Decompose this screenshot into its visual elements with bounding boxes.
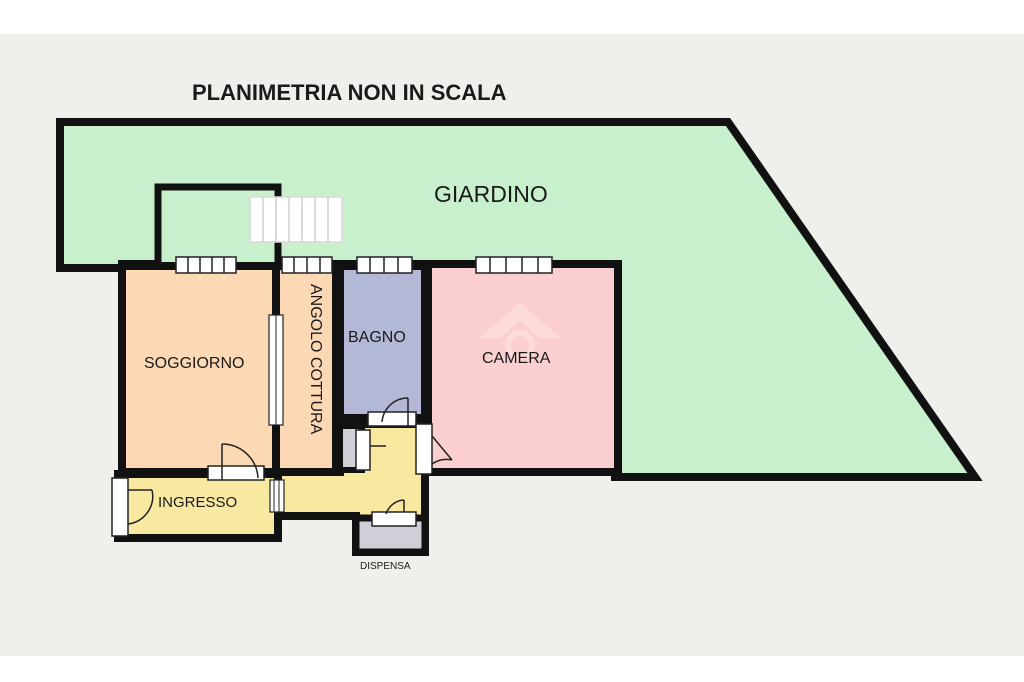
room-camera — [424, 260, 622, 476]
label-ingresso: INGRESSO — [158, 494, 237, 511]
doors — [111, 397, 453, 537]
label-dispensa: DISPENSA — [360, 561, 411, 572]
label-giardino: GIARDINO — [434, 181, 548, 207]
label-angolo-cottura: ANGOLO COTTURA — [307, 284, 324, 435]
stairs — [249, 196, 343, 243]
label-soggiorno: SOGGIORNO — [144, 355, 244, 372]
room-angolo-cottura — [272, 262, 340, 476]
label-camera: CAMERA — [482, 350, 551, 367]
plan-title: PLANIMETRIA NON IN SCALA — [192, 80, 507, 105]
windows — [175, 256, 553, 274]
label-bagno: BAGNO — [348, 329, 406, 346]
ingresso-opening — [269, 479, 285, 513]
room-bagno — [336, 262, 429, 422]
watermark-logo — [480, 302, 560, 360]
